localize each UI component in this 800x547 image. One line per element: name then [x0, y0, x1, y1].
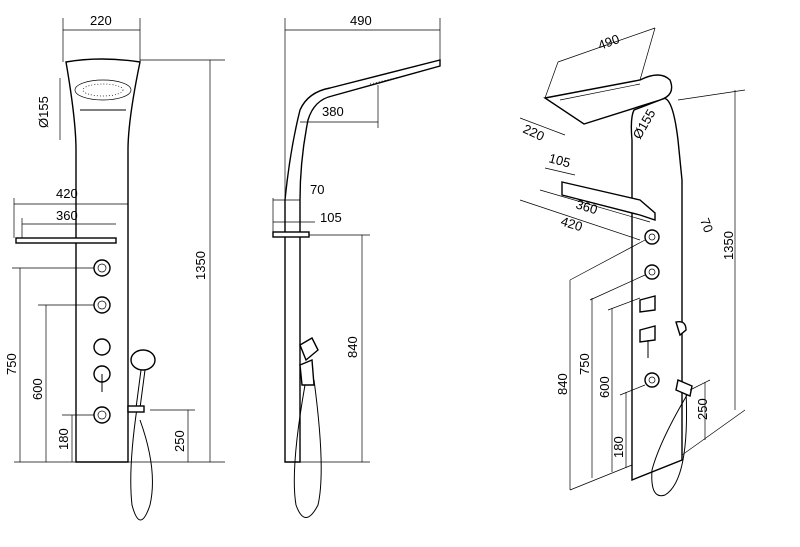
front-shelf [15, 237, 117, 244]
iso-dim-jet-top-height: 750 [577, 353, 592, 375]
iso-jets-valves [639, 229, 687, 388]
side-handshower-holder [299, 358, 315, 386]
side-view: 490 380 70 105 840 [272, 13, 441, 518]
iso-dim-arm-length: 490 [596, 31, 622, 53]
iso-dim-shelf-depth: 105 [547, 150, 572, 170]
valve-1 [93, 338, 111, 356]
iso-hose [651, 384, 691, 497]
side-valve [299, 337, 319, 362]
iso-dimensions: 490 220 Ø155 105 360 420 70 1350 840 750 [519, 27, 746, 491]
dim-shelf-offset: 70 [310, 182, 324, 197]
iso-panel-body [630, 97, 683, 482]
dim-head-diameter: Ø155 [36, 96, 51, 128]
body-jet-1 [93, 259, 111, 277]
dim-jet-top-height: 750 [4, 353, 19, 375]
iso-dim-shelf-inner: 360 [574, 197, 599, 218]
dim-shelf-inner: 360 [56, 208, 78, 223]
side-dimensions: 490 380 70 105 840 [272, 13, 441, 463]
dim-shelf-height: 840 [345, 336, 360, 358]
iso-dim-shelf-outer: 420 [559, 214, 584, 235]
iso-handshower-holder [675, 379, 693, 397]
iso-dim-jet-bottom-height: 180 [611, 436, 626, 458]
dim-shelf-outer: 420 [56, 186, 78, 201]
dim-handshower-height: 250 [172, 430, 187, 452]
iso-shelf [561, 181, 656, 221]
dim-total-height: 1350 [193, 251, 208, 280]
overhead-shower-head [74, 79, 132, 101]
side-head-nozzles [369, 71, 421, 85]
iso-dim-jet-mid-height: 600 [597, 376, 612, 398]
iso-dim-width-top: 220 [521, 121, 547, 144]
front-dimensions: 220 Ø155 1350 420 360 750 600 180 250 [4, 13, 225, 463]
side-shelf [272, 231, 310, 238]
front-view: 220 Ø155 1350 420 360 750 600 180 250 [4, 13, 225, 521]
iso-view: 490 220 Ø155 105 360 420 70 1350 840 750 [519, 27, 746, 497]
dim-jet-mid-height: 600 [30, 378, 45, 400]
dim-jet-bottom-height: 180 [56, 428, 71, 450]
body-jet-3 [93, 406, 111, 424]
iso-dim-total-height: 1350 [721, 231, 736, 260]
iso-dim-shelf-offset: 70 [697, 216, 716, 235]
dim-head-length: 380 [322, 104, 344, 119]
side-panel-body [284, 59, 441, 463]
iso-overhead-head [543, 74, 673, 125]
hand-shower [127, 349, 156, 521]
iso-dim-shelf-height: 840 [555, 373, 570, 395]
dim-shelf-depth: 105 [320, 210, 342, 225]
dim-arm-length: 490 [350, 13, 372, 28]
body-jet-2 [93, 296, 111, 314]
side-hose [293, 379, 322, 518]
dim-width-top: 220 [90, 13, 112, 28]
iso-dim-handshower-height: 250 [695, 398, 710, 420]
overhead-shower-nozzles [82, 83, 124, 97]
body-jets [93, 259, 111, 424]
